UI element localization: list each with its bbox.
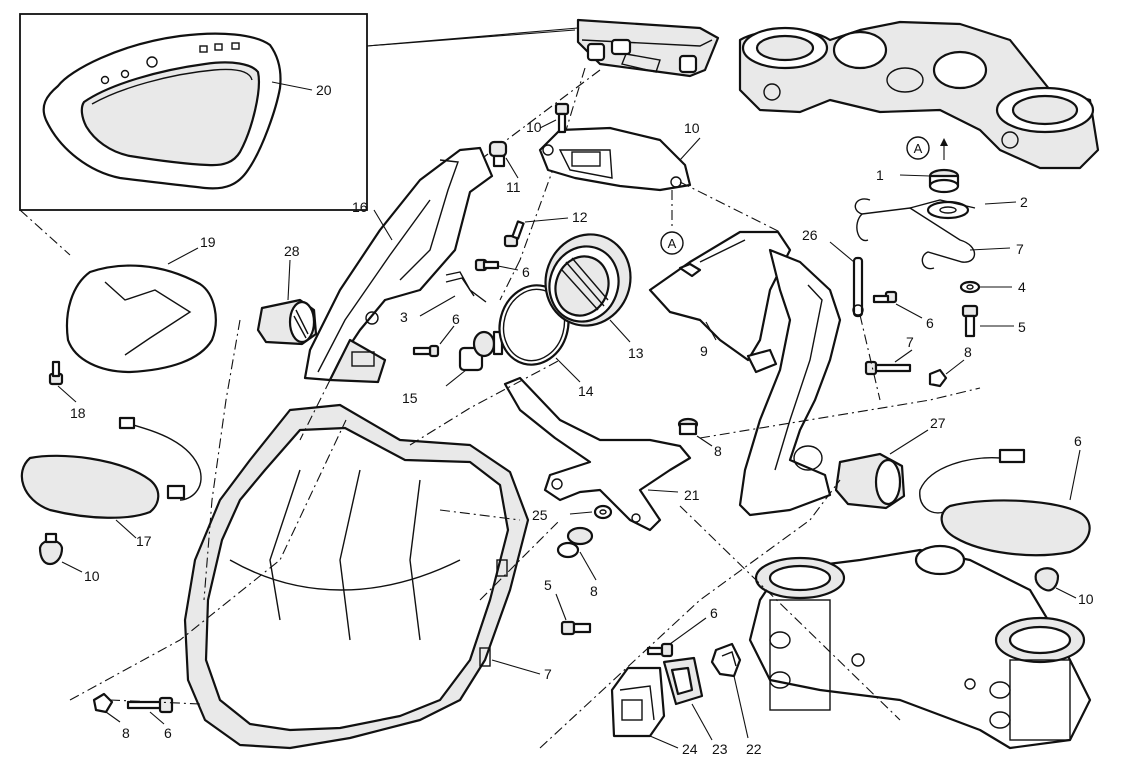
part-9-right-turn-signal — [919, 448, 1091, 557]
callout-24: 17 — [136, 533, 152, 549]
reference-marker-a-top: A — [906, 136, 948, 160]
callout-26: 19 — [200, 234, 216, 250]
part-22-bulb-socket — [458, 330, 504, 372]
callout-29: 22 — [746, 741, 762, 757]
callout-3: 3 — [400, 309, 408, 325]
callout-23: 16 — [352, 199, 368, 215]
part-6-screw-d — [646, 642, 674, 658]
part-30-relay — [662, 656, 704, 706]
reference-marker-a-mid: A — [660, 190, 684, 255]
part-11-wire-clip — [854, 198, 976, 270]
part-6-screw-b — [412, 344, 440, 358]
callout-12: 7 — [544, 666, 552, 682]
part-10-bulb-left — [38, 532, 64, 566]
part-5-screw-right — [961, 304, 979, 338]
lower-triple-clamp — [748, 544, 1092, 750]
part-20-headlamp-unit — [544, 233, 632, 327]
part-8-nut-left — [92, 692, 114, 714]
instrument-housing — [576, 18, 720, 78]
callout-7-left: 6 — [164, 725, 172, 741]
part-10-bulb-right — [1034, 567, 1060, 592]
upper-triple-clamp — [738, 20, 1100, 170]
callout-27: 20 — [316, 82, 332, 98]
callout-1: 1 — [876, 167, 884, 183]
part-19-screw — [503, 220, 525, 248]
part-28-bracket — [503, 376, 692, 532]
callout-35: 28 — [284, 243, 300, 259]
svg-text:A: A — [914, 141, 923, 156]
part-18-rubber-mount — [488, 140, 508, 168]
callout-32: 25 — [532, 507, 548, 523]
callout-4: 4 — [1018, 279, 1026, 295]
headlight-support-arm — [738, 248, 842, 517]
callout-19: 12 — [572, 209, 588, 225]
callout-10-left: 10 — [84, 568, 100, 584]
callout-6-a: 6 — [522, 264, 530, 280]
part-25-screw — [48, 360, 64, 386]
callout-15: 9 — [700, 343, 708, 359]
part-7-bolt-left — [126, 696, 174, 714]
callout-5-bottom: 5 — [544, 577, 552, 593]
callout-34: 27 — [930, 415, 946, 431]
callout-6-c: 6 — [926, 315, 934, 331]
callout-20: 13 — [628, 345, 644, 361]
callout-8-right: 8 — [964, 344, 972, 360]
callout-5-right: 5 — [1018, 319, 1026, 335]
part-5-screw-bottom — [560, 620, 592, 636]
callout-21: 14 — [578, 383, 594, 399]
callout-25: 18 — [70, 405, 86, 421]
svg-text:A: A — [668, 236, 677, 251]
part-3-spring-clip — [445, 271, 487, 303]
part-6-screw-a — [474, 258, 500, 272]
part-8-nut-right — [928, 368, 948, 388]
part-26-headlight-cover — [65, 264, 217, 374]
part-33-pin — [852, 256, 864, 318]
assembly-lines — [19, 181, 981, 749]
part-14-grommet — [677, 417, 699, 436]
part-35-bulb-holder — [256, 298, 318, 346]
instrument-cluster-bezel — [42, 32, 282, 190]
part-13-grommets — [556, 526, 594, 559]
part-15-subframe-bracket — [648, 230, 792, 362]
callout-30: 23 — [712, 741, 728, 757]
part-6-screw-c — [872, 290, 898, 304]
part-12-headlight-shell — [183, 403, 530, 750]
part-32-nut — [593, 504, 613, 520]
callout-11: 7 — [1016, 241, 1024, 257]
instrument-inset: 20 — [19, 13, 576, 211]
part-23-headlight-frame — [303, 146, 494, 384]
part-1-grommet — [928, 168, 960, 194]
part-34-bulb-holder — [834, 452, 906, 510]
part-16-upper-bracket — [538, 126, 692, 192]
callout-31: 24 — [682, 741, 698, 757]
callout-6-b: 6 — [452, 311, 460, 327]
callout-8-left: 8 — [122, 725, 130, 741]
callout-18: 11 — [506, 179, 521, 195]
part-4-washer — [959, 280, 981, 294]
callout-22: 15 — [402, 390, 418, 406]
part-24-left-turn-signal — [20, 416, 202, 519]
callout-28: 21 — [684, 487, 700, 503]
part-29-connector — [710, 642, 742, 678]
callout-9: 6 — [1074, 433, 1082, 449]
callout-13: 8 — [590, 583, 598, 599]
part-31-relay-bracket — [610, 666, 666, 738]
callout-14: 8 — [714, 443, 722, 459]
callout-6-d: 6 — [710, 605, 718, 621]
callout-17: 10 — [526, 119, 542, 135]
callout-16: 10 — [684, 120, 700, 136]
callout-2: 2 — [1020, 194, 1028, 210]
callout-33: 26 — [802, 227, 818, 243]
callout-7-right: 7 — [906, 334, 914, 350]
callout-10-right: 10 — [1078, 591, 1094, 607]
part-17-screw — [554, 102, 570, 134]
